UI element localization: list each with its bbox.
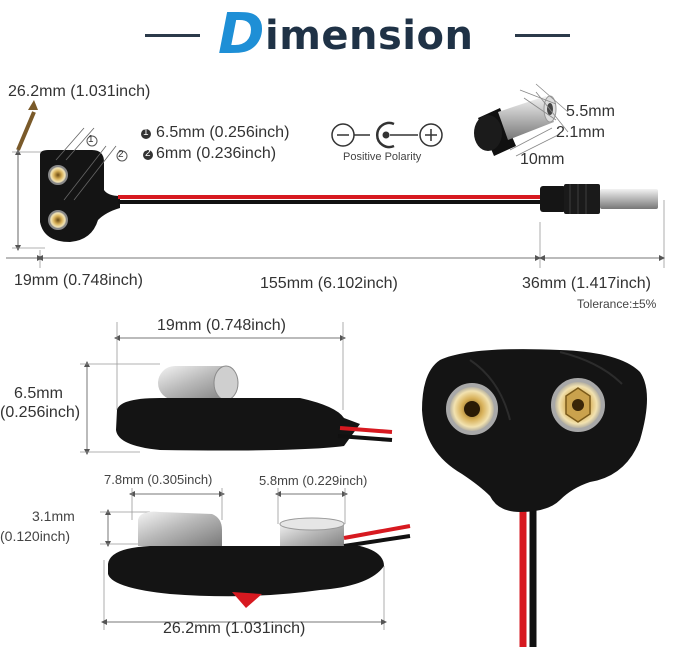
dc-plug-closeup [474,83,569,157]
jack-inner-label: 2.1mm [556,124,605,141]
clip-front-view [100,488,411,630]
plug-body [564,184,600,214]
page-title: Dimension [218,2,473,67]
cable-assembly [6,100,665,268]
snap-height-in-label: (0.120inch) [0,528,71,544]
clip-length-label: 19mm (0.748inch) [14,272,143,289]
diag-height-arrowhead [28,100,38,110]
jack-depth-label: 10mm [520,151,565,168]
snap-male [48,210,68,230]
title-banner: Dimension [0,0,679,67]
snap-female [48,165,68,185]
battery-clip-top [40,150,120,242]
marker-2-legend: 2 [145,148,151,159]
side-clip-body [116,398,360,451]
side-height-mm-label: 6.5mm [14,385,63,402]
front-snap-a [138,511,222,546]
page-title-rest: imension [264,13,474,59]
tolerance-label: Tolerance:±5% [577,297,657,311]
side-width-label: 19mm (0.748inch) [157,317,286,334]
marker-1-top: 1 [88,134,94,145]
clip-closeup [422,349,647,647]
title-rule-left [145,34,200,37]
jack-outer-label: 5.5mm [566,103,615,120]
closeup-clip-body [422,349,647,512]
polarity-symbol [331,121,443,149]
side-height-in-label: (0.256inch) [0,404,81,421]
polarity-label: Positive Polarity [343,151,422,163]
diag-height-label: 26.2mm (1.031inch) [8,83,151,100]
snap2-size-label: 6mm (0.236inch) [156,145,277,162]
snap-b-label: 5.8mm (0.229inch) [259,473,368,488]
front-width-label: 26.2mm (1.031inch) [163,620,306,637]
snap-a-label: 7.8mm (0.305inch) [104,472,213,487]
snap1-size-label: 6.5mm (0.256inch) [156,124,290,141]
page-title-initial: D [218,2,265,67]
marker-1-legend: 1 [143,127,149,138]
snap-height-mm-label: 3.1mm [32,508,75,524]
front-clip-body [108,546,384,597]
clip-side-view [80,322,393,455]
diag-height-arrow [16,111,36,151]
plug-length-label: 36mm (1.417inch) [522,275,651,292]
title-rule-right [515,34,570,37]
plug-barrel [600,189,658,209]
marker-2-top: 2 [118,149,124,160]
plug-strain-relief [540,186,566,212]
cable-length-label: 155mm (6.102inch) [260,275,398,292]
